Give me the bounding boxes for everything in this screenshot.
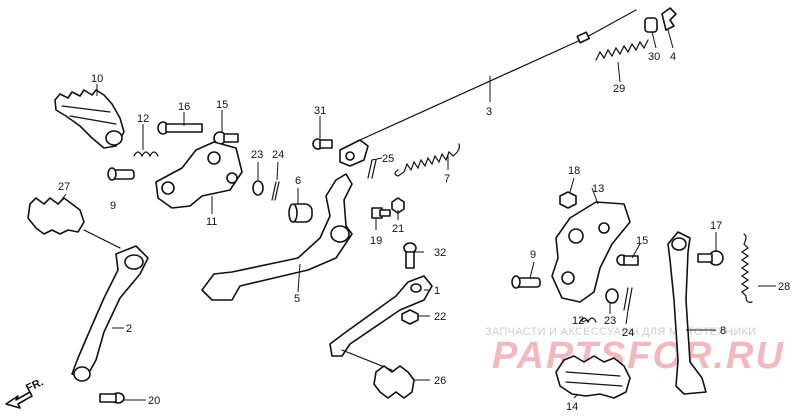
callout-16: 16 bbox=[178, 101, 190, 113]
front-direction-label: FR. bbox=[24, 376, 45, 394]
callout-23-left: 23 bbox=[251, 149, 263, 161]
footpeg-spring-left bbox=[133, 151, 159, 158]
callout-3: 3 bbox=[486, 106, 492, 118]
shift-lever-bolt bbox=[99, 392, 125, 404]
callout-18: 18 bbox=[568, 165, 580, 177]
brake-pedal bbox=[201, 139, 369, 301]
callout-30: 30 bbox=[648, 51, 660, 63]
callout-2: 2 bbox=[126, 323, 132, 335]
callout-28: 28 bbox=[778, 281, 790, 293]
callout-22: 22 bbox=[434, 311, 446, 323]
leader-lines bbox=[59, 29, 776, 401]
brake-return-spring bbox=[394, 143, 460, 177]
left-footpeg-bracket bbox=[155, 141, 243, 209]
brake-rod bbox=[359, 9, 637, 141]
callout-26: 26 bbox=[434, 375, 446, 387]
return-spring-pin bbox=[367, 159, 377, 179]
callout-1: 1 bbox=[434, 285, 440, 297]
callout-9-left: 9 bbox=[110, 200, 116, 212]
callout-15-right: 15 bbox=[636, 235, 648, 247]
side-stand-spring bbox=[740, 233, 753, 303]
stop-nut bbox=[391, 197, 405, 214]
callout-9-right: 9 bbox=[530, 249, 536, 261]
bracket-bolt-short bbox=[213, 131, 239, 145]
callout-13: 13 bbox=[592, 183, 604, 195]
right-footpeg-bracket bbox=[551, 201, 631, 303]
callout-6: 6 bbox=[295, 175, 301, 187]
callout-8: 8 bbox=[720, 325, 726, 337]
arm-nut bbox=[401, 309, 419, 325]
callout-29: 29 bbox=[613, 83, 625, 95]
bracket-bolt-long bbox=[157, 121, 203, 135]
right-bracket-bolt bbox=[616, 254, 639, 266]
callout-17: 17 bbox=[710, 220, 722, 232]
cotter-pin-right bbox=[623, 287, 633, 311]
footpeg-pin-left bbox=[107, 167, 135, 181]
shift-lever bbox=[71, 229, 149, 382]
callout-14: 14 bbox=[566, 401, 578, 413]
washer-right bbox=[605, 288, 619, 304]
rod-joint bbox=[644, 7, 677, 33]
left-footpeg bbox=[54, 89, 125, 149]
arm-bolt bbox=[312, 138, 333, 150]
washer-left bbox=[252, 180, 264, 196]
callout-19: 19 bbox=[370, 235, 382, 247]
stop-bolt bbox=[371, 207, 391, 219]
callout-10: 10 bbox=[91, 73, 103, 85]
footpeg-pin-right bbox=[511, 275, 541, 289]
cotter-pin-left bbox=[271, 181, 280, 201]
watermark-logo: PARTSFOR.RU bbox=[492, 335, 785, 377]
rod-spring bbox=[595, 39, 649, 61]
callout-7: 7 bbox=[444, 173, 450, 185]
callout-24-right: 24 bbox=[622, 327, 634, 339]
callout-numbers: 10 12 16 15 9 11 23 24 6 31 25 7 3 29 30… bbox=[58, 51, 790, 413]
callout-31: 31 bbox=[314, 105, 326, 117]
callout-4: 4 bbox=[670, 51, 676, 63]
callout-23-right: 23 bbox=[604, 315, 616, 327]
right-footpeg bbox=[555, 355, 631, 399]
callout-5: 5 bbox=[294, 293, 300, 305]
callout-32: 32 bbox=[434, 247, 446, 259]
pedal-collar bbox=[288, 203, 313, 223]
side-stand-bolt bbox=[697, 250, 724, 266]
right-step-arm bbox=[329, 275, 433, 371]
step-bolt bbox=[403, 242, 417, 269]
callout-11: 11 bbox=[206, 216, 217, 228]
callout-12-left: 12 bbox=[137, 113, 149, 125]
callout-15-left: 15 bbox=[216, 99, 228, 111]
callout-24-left: 24 bbox=[272, 149, 284, 161]
callout-12-right: 12 bbox=[572, 315, 584, 327]
front-direction-arrow: FR. bbox=[5, 376, 45, 409]
bracket-nut bbox=[559, 191, 577, 209]
callout-20: 20 bbox=[148, 395, 160, 407]
callout-21: 21 bbox=[392, 223, 404, 235]
side-stand bbox=[667, 231, 707, 395]
shift-pedal-rubber bbox=[27, 197, 85, 235]
callout-25: 25 bbox=[382, 153, 394, 165]
right-footpeg-rubber bbox=[373, 365, 415, 399]
callout-27: 27 bbox=[58, 181, 70, 193]
footpeg-spring-right bbox=[579, 317, 597, 324]
